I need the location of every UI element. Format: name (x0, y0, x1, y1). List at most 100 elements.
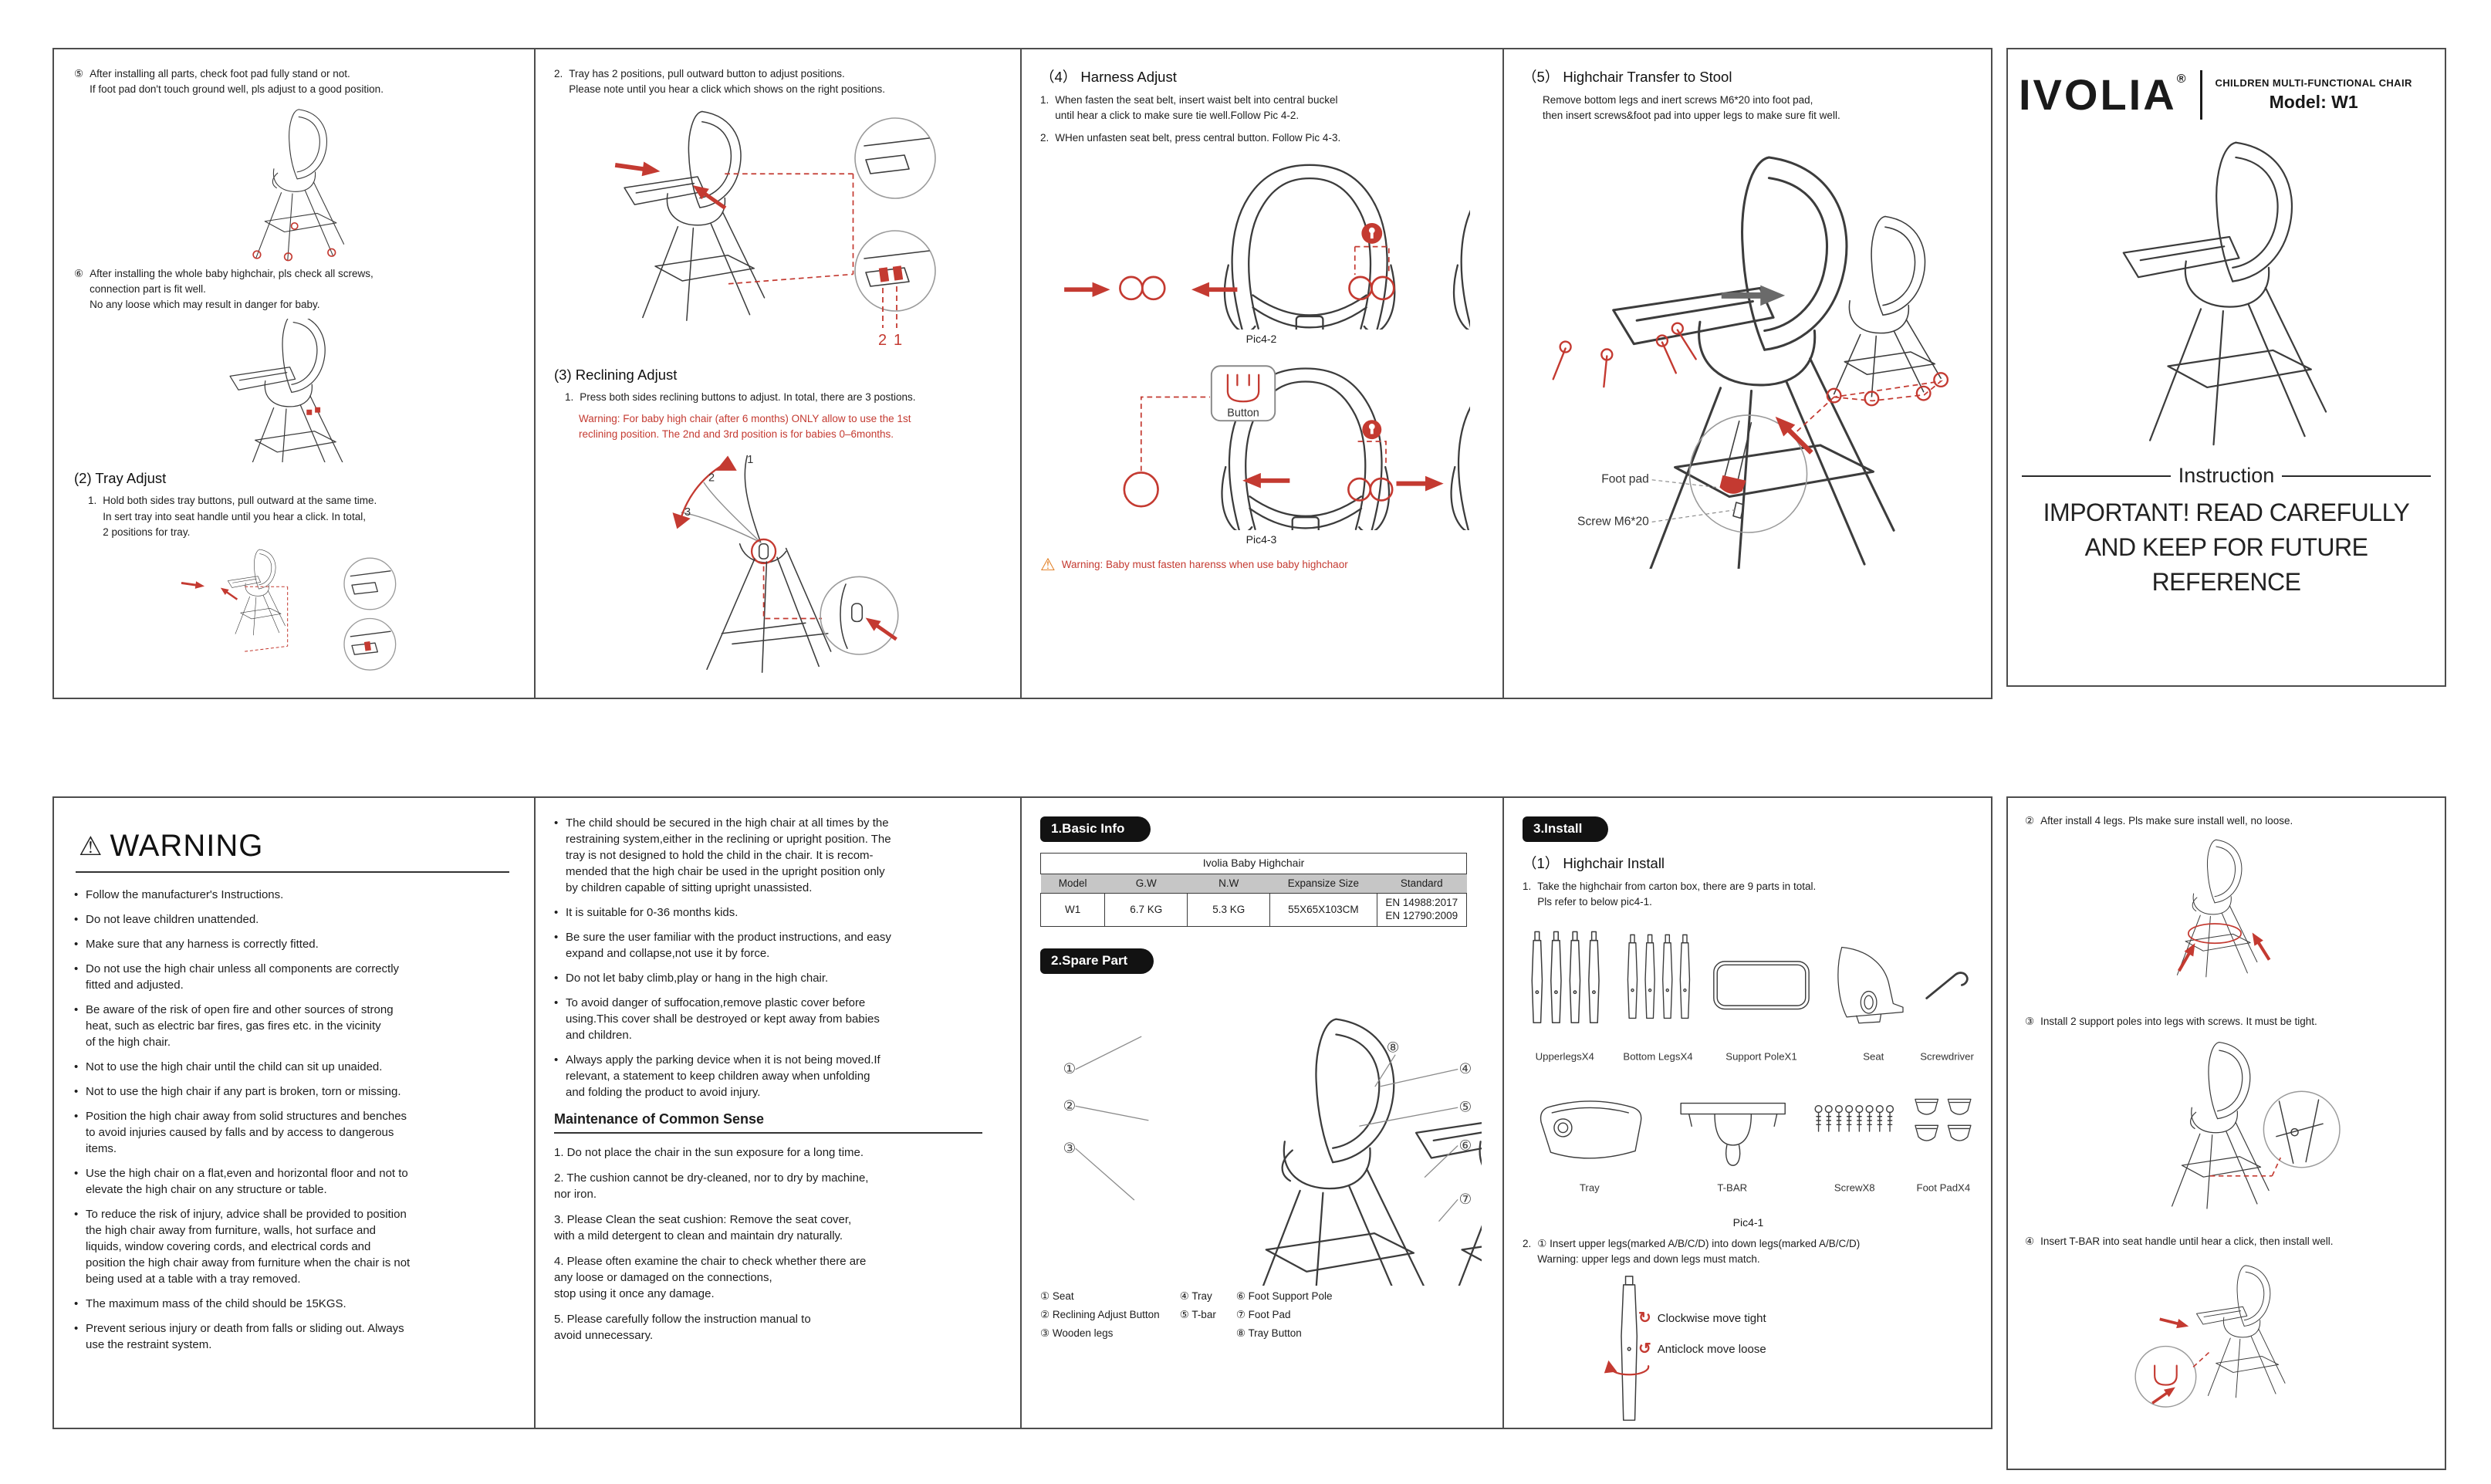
warning-bullet: Not to use the high chair until the chil… (74, 1059, 514, 1075)
spare-part-legend: ① Seat ② Reclining Adjust Button ③ Woode… (1040, 1290, 1482, 1340)
parts-diagram-row1: UpperlegsX4 Bottom LegsX4 Support PoleX1… (1531, 931, 1974, 1062)
logo-divider (2200, 69, 2203, 120)
item-text: Take the highchair from carton box, ther… (1537, 881, 1817, 908)
legend-item: ⑥ Foot Support Pole (1235, 1290, 1333, 1303)
warning-bullet: Do not leave children unattended. (74, 911, 514, 928)
logo-right-block: CHILDREN MULTI-FUNCTIONAL CHAIR Model: W… (2215, 77, 2412, 113)
install-subtitle: （1） Highchair Install (1523, 855, 1665, 871)
important-line-1: IMPORTANT! READ CAREFULLY (2043, 499, 2410, 526)
warning-bullet: Be aware of the risk of open fire and ot… (74, 1002, 514, 1050)
spare-parts-diagram: ① ② ③ ④ ⑤ ⑥ ⑦ ⑧ (1063, 986, 1482, 1286)
panel-transfer-stool: （5） Highchair Transfer to Stool Remove b… (1502, 49, 1994, 698)
warning-triangle-icon: ⚠ (79, 831, 103, 861)
pic4-3-caption: Pic4-3 (1246, 532, 1277, 546)
maintenance-title: Maintenance of Common Sense (554, 1111, 982, 1134)
figure-legs-installed (2025, 835, 2428, 1011)
instruction-label: Instruction (2178, 464, 2275, 487)
item-number: 1. (88, 495, 97, 507)
harness-item-1: 1. When fasten the seat belt, insert wai… (1040, 93, 1482, 124)
figure-spare-parts: ① ② ③ ④ ⑤ ⑥ ⑦ ⑧ (1040, 986, 1482, 1286)
figure-parts-row1: UpperlegsX4 Bottom LegsX4 Support PoleX1… (1523, 917, 1974, 1085)
step-5: ⑤ After installing all parts, check foot… (74, 66, 514, 98)
legend-column-1: ① Seat ② Reclining Adjust Button ③ Woode… (1040, 1290, 1160, 1340)
step-number: ⑤ (74, 68, 84, 79)
divider (1020, 798, 1022, 1428)
warning-title: WARNING (110, 829, 264, 863)
part-label-seat: Seat (1863, 1050, 1884, 1062)
figure-screw-check (74, 319, 514, 463)
legend-column-2: ④ Tray ⑤ T-bar (1180, 1290, 1216, 1340)
divider (534, 49, 536, 698)
step-text: After install 4 legs. Pls make sure inst… (2040, 815, 2293, 827)
callout-5: ⑤ (1458, 1099, 1471, 1115)
rule-line (2282, 475, 2431, 477)
step-number: ③ (2025, 1016, 2035, 1028)
pic4-2-caption: Pic4-2 (1246, 332, 1277, 345)
install-item-2: 2. ① Insert upper legs(marked A/B/C/D) i… (1523, 1236, 1974, 1268)
legend-item: ③ Wooden legs (1040, 1327, 1114, 1340)
part-label-bottomlegs: Bottom LegsX4 (1623, 1050, 1692, 1062)
note-bullet: The child should be secured in the high … (554, 815, 1000, 896)
figure-footpad-check (74, 104, 514, 263)
final-install-steps-panel: ② After install 4 legs. Pls make sure in… (2006, 796, 2446, 1470)
part-label-footpads: Foot PadX4 (1917, 1181, 1971, 1193)
harness-unfasten-diagram: Button (1123, 365, 1470, 530)
cover-panel: IVOLIA ® CHILDREN MULTI-FUNCTIONAL CHAIR… (2006, 48, 2446, 687)
figure-tray-insert (74, 546, 514, 679)
legend-item: ① Seat (1040, 1290, 1074, 1303)
warning-bullet: Use the high chair on a flat,even and ho… (74, 1165, 514, 1198)
col-header: Standard (1377, 873, 1467, 894)
product-tagline: CHILDREN MULTI-FUNCTIONAL CHAIR (2215, 76, 2412, 89)
step-text: After installing all parts, check foot p… (90, 68, 384, 96)
item-text: When fasten the seat belt, insert waist … (1055, 94, 1338, 122)
panel-basicinfo-sparepart: 1.Basic Info Ivolia Baby Highchair Model… (1020, 798, 1502, 1428)
item-text: Hold both sides tray buttons, pull outwa… (103, 495, 377, 538)
panel-install: 3.Install （1） Highchair Install 1. Take … (1502, 798, 1994, 1428)
item-number: 2. (1523, 1237, 1532, 1249)
maintenance-item: 1. Do not place the chair in the sun exp… (554, 1146, 864, 1159)
leg-rotation-diagram (1604, 1276, 1650, 1421)
step-number: ⑥ (74, 267, 84, 279)
brand-logo: IVOLIA ® (2019, 69, 2188, 120)
cell-size: 55X65X103CM (1269, 893, 1377, 928)
step-6: ⑥ After installing the whole baby highch… (74, 266, 514, 313)
figure-transfer: Foot pad Screw M6*20 (1523, 137, 1974, 569)
harness-item-2: 2. WHen unfasten seat belt, press centra… (1040, 130, 1482, 146)
callout-7: ⑦ (1458, 1191, 1471, 1207)
tray-adjust-item: 1. Hold both sides tray buttons, pull ou… (74, 493, 514, 540)
transfer-body: Remove bottom legs and inert screws M6*2… (1543, 94, 1840, 122)
part-label-tray: Tray (1580, 1181, 1600, 1193)
note-bullet: To avoid danger of suffocation,remove pl… (554, 995, 1000, 1043)
parts-diagram-row2: Tray T-BAR ScrewX8 Foot PadX4 (1540, 1098, 1972, 1193)
figure-recline-positions: 1 2 3 (554, 445, 1000, 677)
highchair-diagram (181, 546, 397, 671)
rotate-ccw-label: Anticlock move loose (1657, 1342, 1766, 1356)
item-number: 1. (1040, 94, 1049, 106)
anticlockwise-icon: ↺ (1638, 1340, 1651, 1357)
highchair-diagram (2104, 132, 2348, 450)
divider (1502, 49, 1504, 698)
rule-line (2022, 475, 2171, 477)
registered-mark: ® (2176, 73, 2188, 86)
brand-name: IVOLIA (2019, 70, 2177, 119)
legend-item: ⑤ T-bar (1179, 1309, 1216, 1321)
recline-warning: Warning: For baby high chair (after 6 mo… (579, 412, 911, 440)
rotation-legend: ↻ Clockwise move tight ↺ Anticlock move … (1638, 1310, 1766, 1357)
item-number: 1. (565, 390, 574, 403)
divider (534, 798, 536, 1428)
callout-3: ③ (1063, 1140, 1075, 1156)
cell-standard: EN 14988:2017 EN 12790:2009 (1376, 893, 1468, 928)
item-number: 2. (1040, 131, 1049, 144)
recline-pos-1: 1 (747, 454, 753, 466)
figure-pic4-2 (1040, 152, 1482, 330)
logo-row: IVOLIA ® CHILDREN MULTI-FUNCTIONAL CHAIR… (2019, 69, 2437, 120)
highchair-diagram (2103, 1036, 2341, 1231)
callout-4: ④ (1458, 1060, 1471, 1077)
basic-info-section-label: 1.Basic Info (1040, 816, 1151, 842)
legend-item: ② Reclining Adjust Button (1040, 1309, 1160, 1321)
important-line-2: AND KEEP FOR FUTURE REFERENCE (2084, 532, 2368, 596)
item-text: Tray has 2 positions, pull outward butto… (569, 68, 885, 96)
spare-part-section-label: 2.Spare Part (1040, 948, 1154, 975)
item-text: WHen unfasten seat belt, press central b… (1055, 131, 1341, 144)
maintenance-item: 2. The cushion cannot be dry-cleaned, no… (554, 1171, 869, 1201)
